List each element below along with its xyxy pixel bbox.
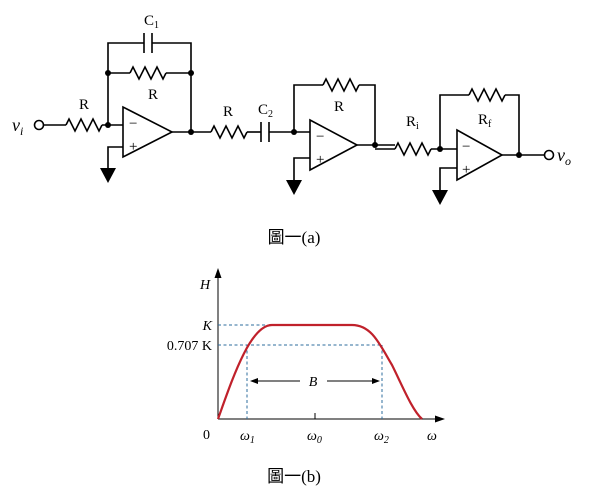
- capacitor-c2-label: C2: [258, 102, 273, 120]
- feedback-resistor-1-label: R: [148, 87, 158, 103]
- opamp-2-minus: −: [316, 129, 324, 145]
- output-label: vo: [557, 145, 571, 168]
- w2-label: ω2: [374, 429, 389, 446]
- w1-label: ω1: [240, 429, 255, 446]
- resistor-ri-label: Ri: [406, 114, 419, 132]
- ground-symbol: [286, 180, 302, 195]
- opamp-2-plus: +: [316, 152, 324, 168]
- capacitor-c2: [260, 122, 270, 142]
- y-axis-arrow: [214, 268, 222, 278]
- series-resistor-label: R: [223, 104, 233, 120]
- input-terminal: [33, 119, 45, 131]
- x-axis-arrow: [435, 415, 445, 423]
- resistor-rf-label: Rf: [478, 112, 492, 130]
- opamp-3: [456, 128, 504, 182]
- output-terminal: [543, 149, 555, 161]
- resistor-rf: [468, 87, 506, 103]
- w0-label: ω0: [307, 429, 322, 446]
- frequency-response-graph: H K 0.707 K B 0 ω1 ω0 ω2 ω 圖一(b): [167, 268, 445, 486]
- bandwidth-label: B: [309, 375, 318, 390]
- series-resistor: [210, 124, 248, 140]
- ground-symbol: [100, 168, 116, 183]
- caption-a: 圖一(a): [268, 228, 321, 247]
- bandwidth-arrow-right: [372, 378, 380, 384]
- input-resistor-label: R: [79, 97, 89, 113]
- opamp-1-minus: −: [129, 116, 137, 132]
- junction-node: [188, 70, 194, 76]
- y-axis-label: H: [199, 278, 211, 293]
- opamp-1: [122, 105, 174, 159]
- resistor-ri: [394, 141, 432, 157]
- bandwidth-arrow-left: [250, 378, 258, 384]
- input-resistor: [65, 117, 103, 133]
- ground-symbol: [432, 190, 448, 205]
- opamp-1-plus: +: [129, 139, 137, 155]
- x-axis-label: ω: [427, 429, 437, 444]
- junction-node: [516, 152, 522, 158]
- k-label: K: [202, 319, 213, 334]
- opamp-3-plus: +: [462, 162, 470, 178]
- feedback-resistor-2: [322, 77, 360, 93]
- capacitor-c1: [143, 33, 153, 53]
- input-label: vi: [12, 115, 23, 138]
- k707-label: 0.707 K: [167, 339, 212, 354]
- feedback-resistor-2-label: R: [334, 99, 344, 115]
- junction-node: [372, 142, 378, 148]
- origin-label: 0: [203, 428, 210, 443]
- capacitor-c1-label: C1: [144, 13, 159, 31]
- caption-b: 圖一(b): [267, 467, 321, 486]
- opamp-2: [309, 118, 359, 172]
- circuit-diagram: vi R C1 R − + R C2: [12, 13, 571, 247]
- feedback-resistor-1: [129, 65, 167, 81]
- opamp-3-minus: −: [462, 139, 470, 155]
- response-curve: [216, 323, 423, 420]
